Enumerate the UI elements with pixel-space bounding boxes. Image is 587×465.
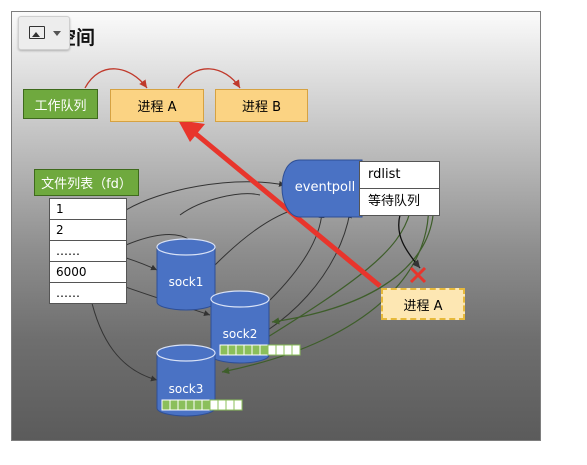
process-b-box: 进程 B <box>215 89 308 122</box>
process-a-box: 进程 A <box>110 89 204 122</box>
sock1-label: sock1 <box>168 275 204 289</box>
rdlist-cell: rdlist <box>368 167 401 182</box>
work-queue-box: 工作队列 <box>23 89 98 119</box>
eventpoll-label: eventpoll <box>294 180 356 195</box>
image-options-button[interactable] <box>18 16 70 50</box>
sock3-buffer <box>161 399 243 411</box>
chevron-down-icon <box>53 31 61 36</box>
sock3-label: sock3 <box>168 382 204 396</box>
fd-row: 1 <box>50 199 126 220</box>
eventpoll-table: rdlist 等待队列 <box>359 161 440 216</box>
sock1-cylinder <box>156 238 216 311</box>
queue-link-1 <box>84 68 148 89</box>
fd-to-eventpoll-line <box>125 180 286 211</box>
sock-to-eventpoll-line-2 <box>269 211 325 301</box>
sock2-buffer <box>219 344 301 356</box>
fd-row: …… <box>56 286 80 300</box>
wakeup-arrow-head <box>178 120 205 142</box>
fd-row: 2 <box>50 220 126 241</box>
sock-to-eventpoll-line-1 <box>214 206 301 266</box>
eventpoll-shape <box>281 159 363 218</box>
waitqueue-to-process-line <box>398 214 421 269</box>
fd-row: …… <box>50 241 126 262</box>
waiting-process-a-box: 进程 A <box>381 288 465 320</box>
fd-to-sock3-line <box>89 294 158 382</box>
fd-row: 6000 <box>50 262 126 283</box>
eventpoll-back-line <box>179 193 261 216</box>
wait-queue-cell: 等待队列 <box>360 188 439 215</box>
sock2-label: sock2 <box>222 327 258 341</box>
fd-table: 1 2 …… 6000 …… <box>49 198 127 304</box>
fd-back-line <box>125 234 191 246</box>
queue-link-2 <box>177 68 241 89</box>
file-list-label: 文件列表（fd） <box>34 169 139 196</box>
waitqueue-to-sock-line <box>254 211 411 346</box>
blocked-cross-icon <box>409 266 427 284</box>
image-icon <box>29 26 45 39</box>
